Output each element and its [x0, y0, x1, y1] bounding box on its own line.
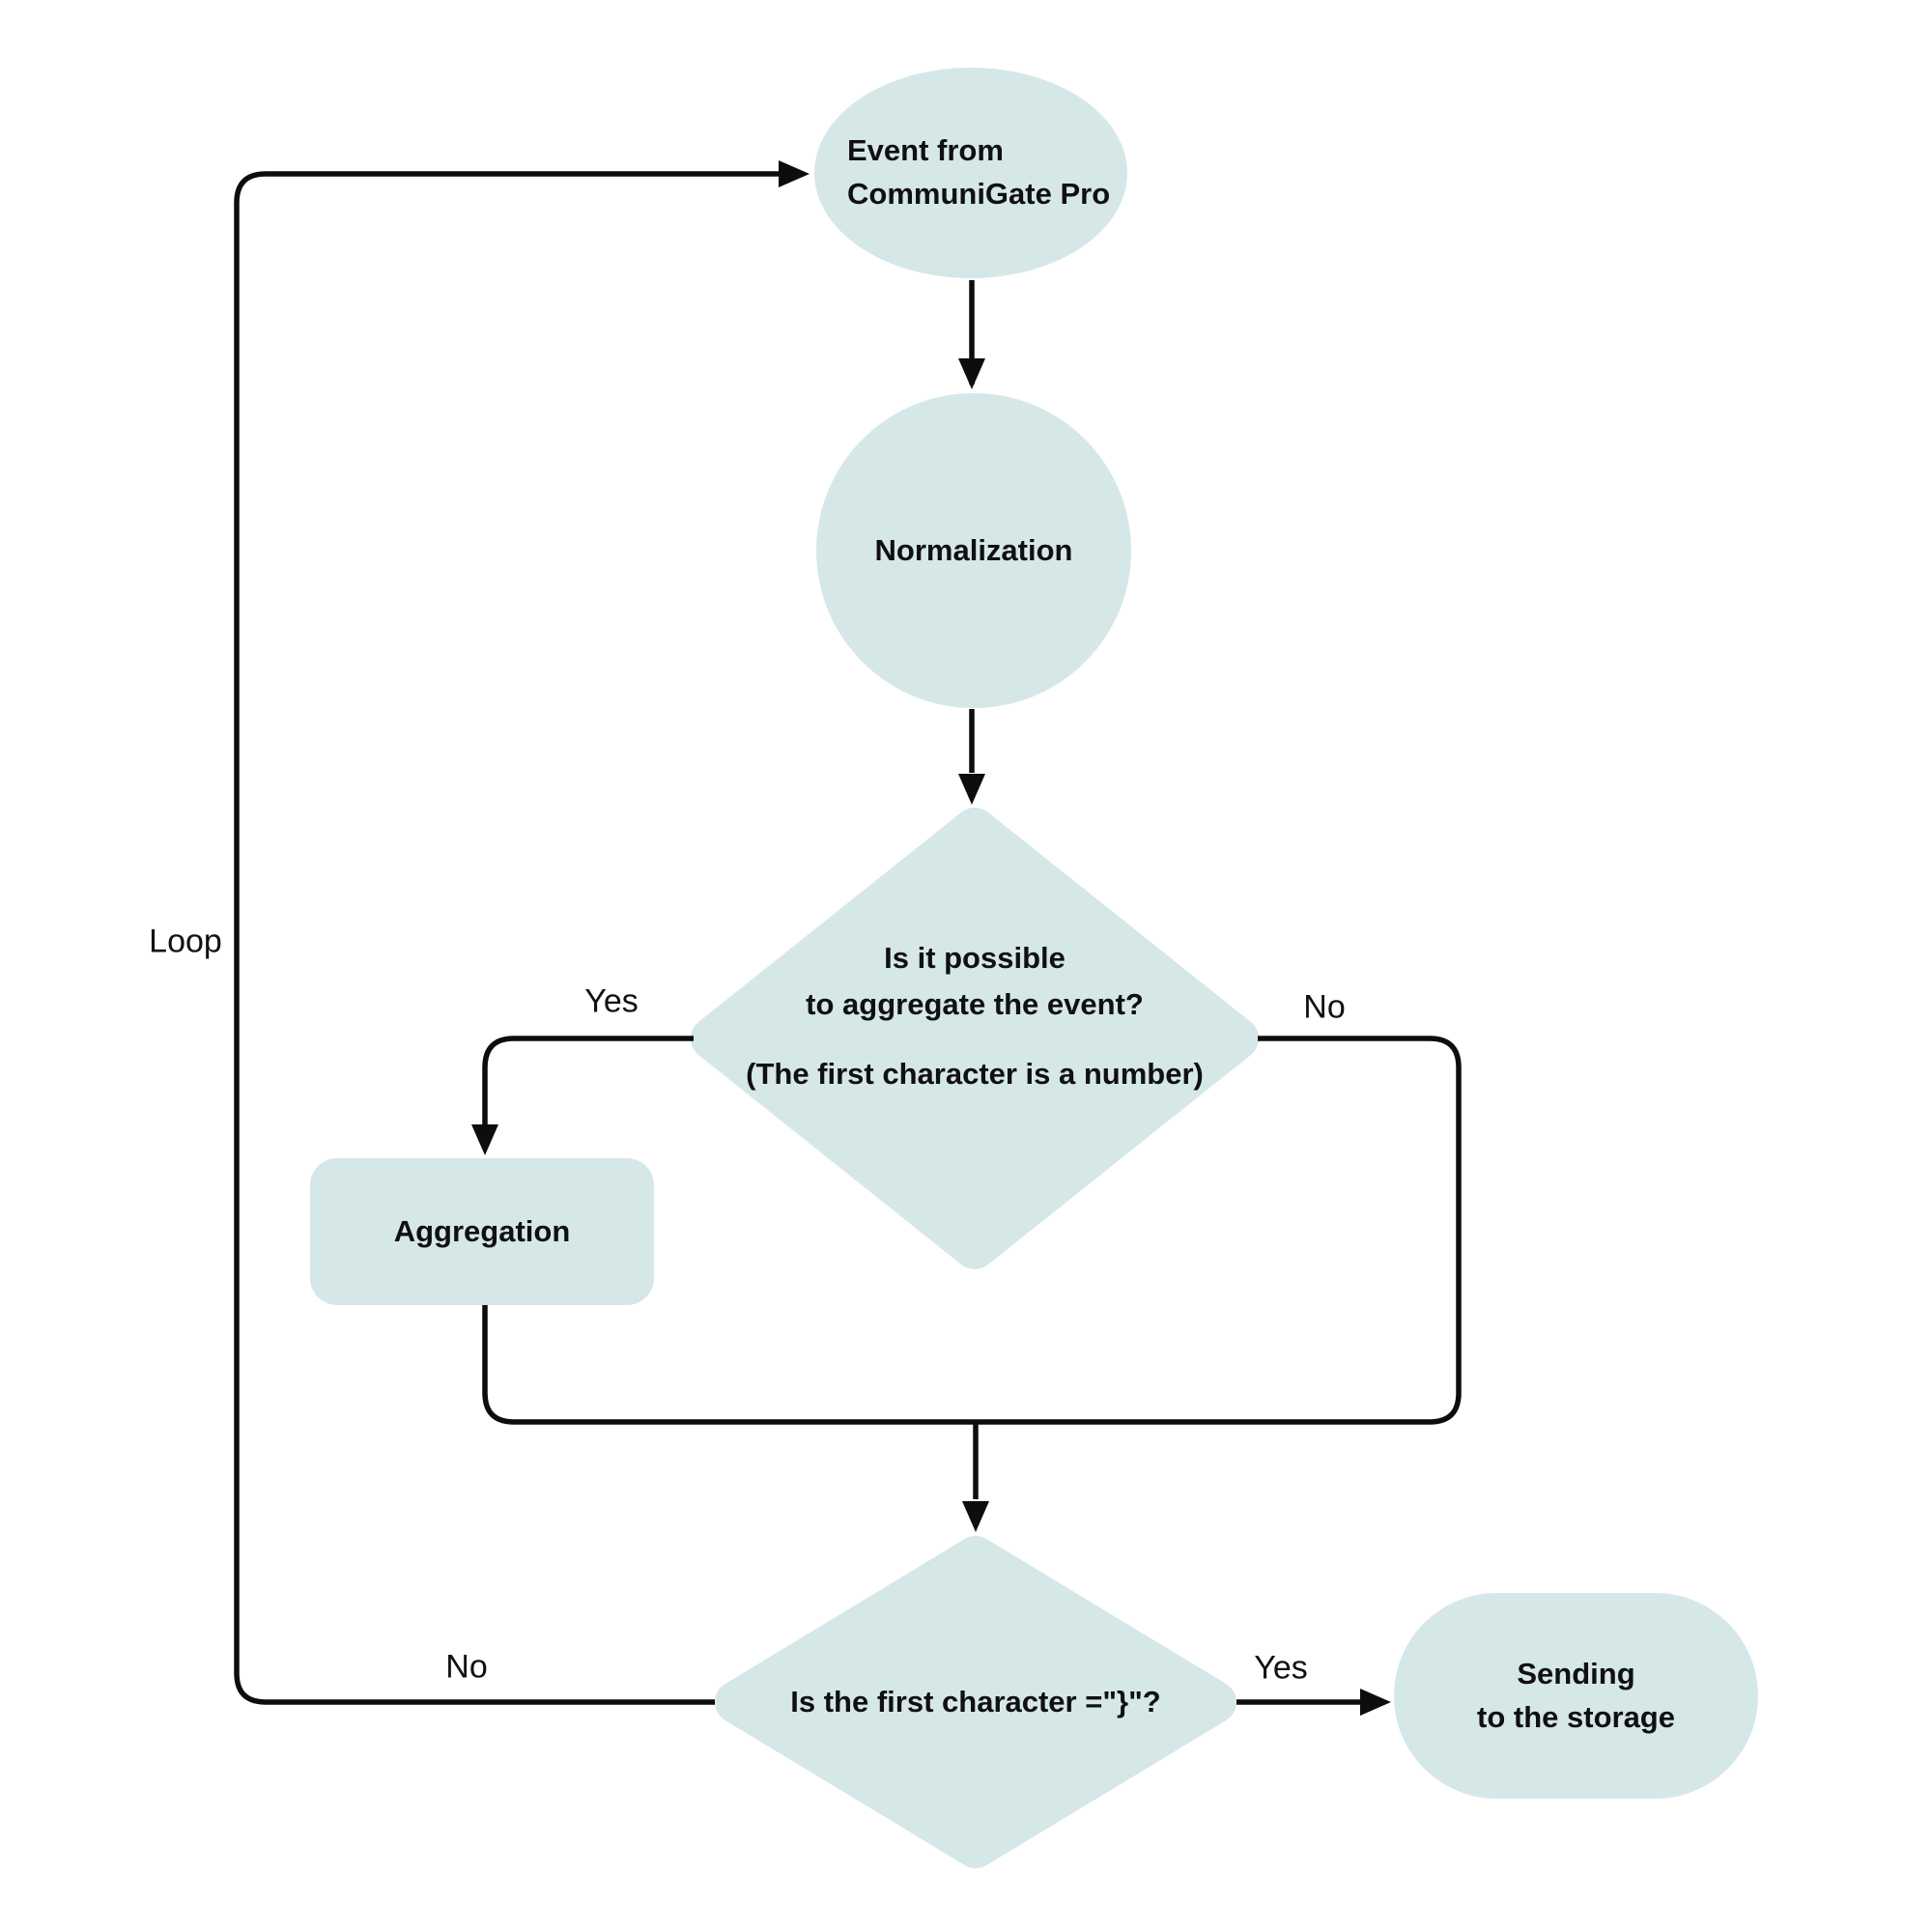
closing-decision-diamond	[715, 1536, 1236, 1868]
arrowhead-down-icon	[471, 1124, 498, 1155]
arrowhead-down-icon	[958, 358, 985, 389]
node-normalization-label: Normalization	[874, 532, 1073, 567]
node-aggregate-decision-text: Is it possible to aggregate the event? (…	[685, 935, 1264, 1097]
edge-aggregate-yes-to-aggregation	[482, 1036, 694, 1124]
arrowhead-down-icon	[958, 774, 985, 805]
edge-label-loop: Loop	[149, 923, 222, 960]
node-closing-decision-text: Is the first character ="}"?	[686, 1679, 1265, 1725]
aggregate-decision-diamond	[691, 808, 1259, 1269]
arrowhead-right-icon	[1360, 1689, 1391, 1716]
aggregate-decision-question: Is it possible to aggregate the event?	[806, 941, 1144, 1022]
node-storage-label: Sending to the storage	[1477, 1656, 1675, 1734]
node-storage: Sending to the storage	[1394, 1593, 1758, 1799]
node-start-event: Event from CommuniGate Pro	[814, 68, 1127, 278]
arrowhead-down-icon	[962, 1501, 989, 1532]
node-aggregation-label: Aggregation	[393, 1213, 571, 1248]
node-aggregation: Aggregation	[310, 1158, 654, 1305]
edge-label-aggregate-yes: Yes	[584, 982, 639, 1020]
node-start-event-label: Event from CommuniGate Pro	[847, 133, 1111, 211]
edge-aggregate-no-merge	[482, 1036, 1462, 1425]
edge-label-aggregate-no: No	[1303, 988, 1346, 1026]
closing-decision-question: Is the first character ="}"?	[790, 1685, 1161, 1719]
arrowhead-right-icon	[779, 160, 810, 187]
node-normalization: Normalization	[816, 393, 1131, 708]
edge-label-closing-no: No	[445, 1648, 488, 1686]
edge-loop-back-to-start	[234, 171, 779, 1705]
aggregate-decision-note: (The first character is a number)	[746, 1057, 1204, 1092]
edge-label-closing-yes: Yes	[1254, 1649, 1308, 1687]
